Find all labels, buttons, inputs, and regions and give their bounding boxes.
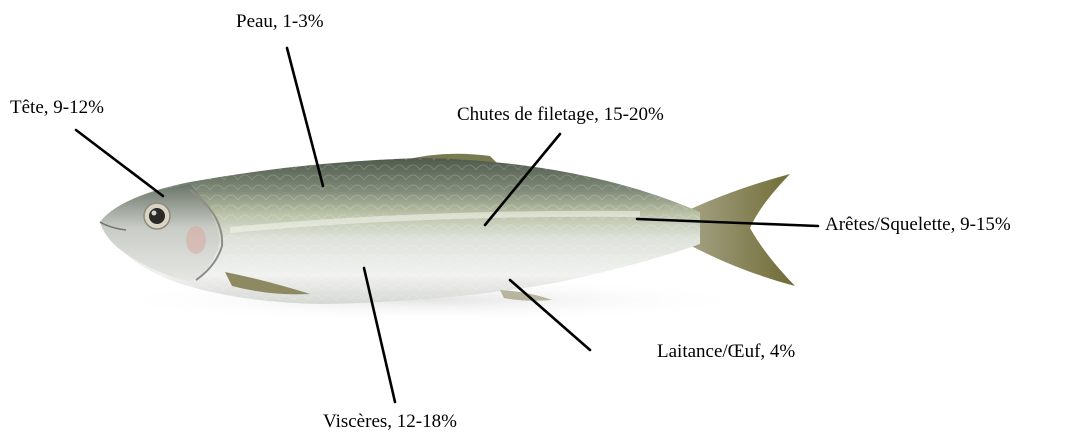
label-head: Tête, 9-12%: [10, 98, 104, 117]
leader-skin: [287, 48, 323, 186]
label-bones: Arêtes/Squelette, 9-15%: [825, 215, 1011, 234]
label-roe: Laitance/Œuf, 4%: [657, 342, 795, 361]
label-viscera: Viscères, 12-18%: [323, 412, 457, 431]
label-trimmings: Chutes de filetage, 15-20%: [457, 105, 664, 124]
leader-head: [76, 130, 163, 196]
label-skin: Peau, 1-3%: [236, 12, 324, 31]
